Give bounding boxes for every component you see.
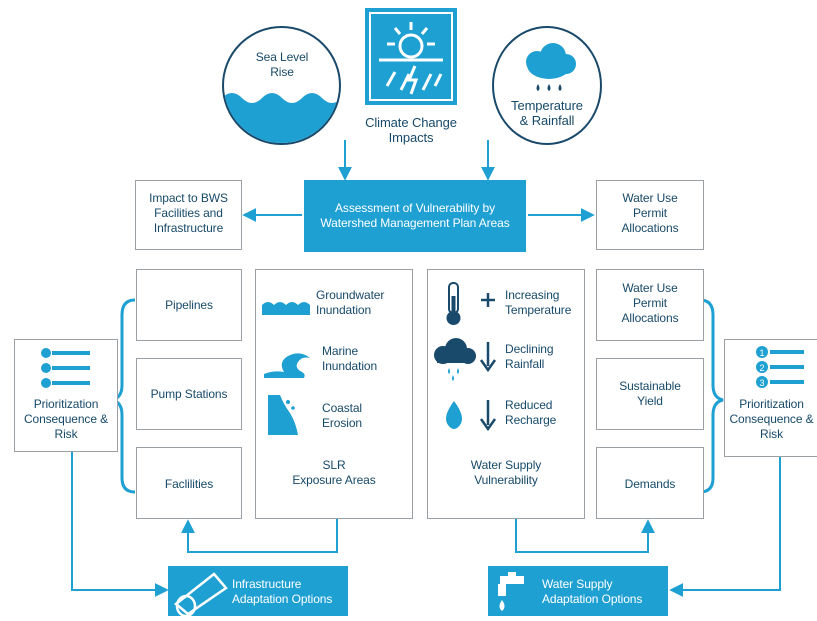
climate-impacts-label: Climate Change Impacts: [365, 115, 457, 145]
recharge-reduced-label: Reduced Recharge: [505, 398, 557, 427]
coastal-erosion-icon: [268, 395, 298, 435]
ws-options-label: Water Supply Adaptation Options: [542, 577, 643, 606]
groundwater-label: Groundwater Inundation: [316, 288, 385, 317]
pump-stations-label: Pump Stations: [150, 387, 228, 401]
svg-text:1: 1: [759, 348, 764, 358]
temp-increase-label: Increasing Temperature: [505, 288, 572, 317]
arrow-ws-demands: [515, 518, 655, 553]
demands-box: [596, 447, 704, 519]
svg-text:2: 2: [759, 363, 764, 373]
pump-stations-box: [136, 358, 242, 430]
arrow-prio-ws: [669, 457, 781, 597]
sun-storm-icon: [369, 12, 453, 101]
raincloud-icon: [434, 338, 476, 381]
wave-icon: [224, 93, 339, 143]
temp-rain-label: Temperature & Rainfall: [511, 98, 583, 128]
yield-box: [596, 358, 704, 430]
impact-bws-box: [135, 180, 242, 250]
temp-rain-circle: [492, 26, 602, 145]
rainfall-decline-label: Declining Rainfall: [505, 342, 554, 371]
sea-level-circle: [222, 26, 341, 145]
marine-label: Marine Inundation: [322, 344, 378, 373]
sea-level-label: Sea Level Rise: [255, 50, 309, 79]
arrow-prio-infra: [71, 452, 169, 597]
prioritization-right-box: [724, 339, 817, 457]
marine-wave-icon: [264, 353, 310, 378]
right-brace: [699, 298, 724, 494]
droplet-icon: [446, 401, 462, 429]
infra-options-label: Infrastructure Adaptation Options: [232, 577, 333, 606]
pipelines-label: Pipelines: [165, 298, 213, 312]
permit-right-label: Water Use Permit Allocations: [621, 281, 679, 325]
assessment-box: [304, 180, 526, 252]
permit-top-label: Water Use Permit Allocations: [621, 191, 679, 235]
svg-text:3: 3: [759, 378, 764, 388]
permit-right-box: [596, 269, 704, 341]
climate-icon-box: [365, 8, 457, 105]
yield-label: Sustainable Yield: [619, 379, 681, 408]
coastal-label: Coastal Erosion: [322, 401, 362, 430]
cloud-rain-icon: [526, 43, 576, 91]
groundwater-icon: [262, 302, 310, 315]
permit-top-box: [596, 180, 704, 250]
prioritization-left-box: [14, 339, 118, 452]
arrow-slr-infra: [181, 518, 338, 553]
facilities-box: [136, 447, 242, 519]
ws-options-box: [488, 566, 668, 616]
pipelines-box: [136, 269, 242, 341]
slr-title: SLR Exposure Areas: [292, 458, 376, 487]
ws-vuln-title: Water Supply Vulnerability: [470, 458, 542, 487]
prioritization-right-label: Prioritization Consequence & Risk: [729, 397, 814, 441]
demands-label: Demands: [624, 477, 676, 491]
thermometer-icon: [446, 282, 461, 325]
down-arrow-icon-recharge: [479, 400, 497, 432]
plus-icon: [481, 293, 495, 307]
prioritization-left-label: Prioritization Consequence & Risk: [23, 397, 109, 441]
facilities-label: Faclilities: [164, 477, 214, 491]
impact-bws-label: Impact to BWS Facilities and Infrastruct…: [149, 191, 228, 235]
down-arrow-icon-rain: [479, 342, 497, 373]
assessment-label: Assessment of Vulnerability by Watershed…: [320, 201, 510, 230]
